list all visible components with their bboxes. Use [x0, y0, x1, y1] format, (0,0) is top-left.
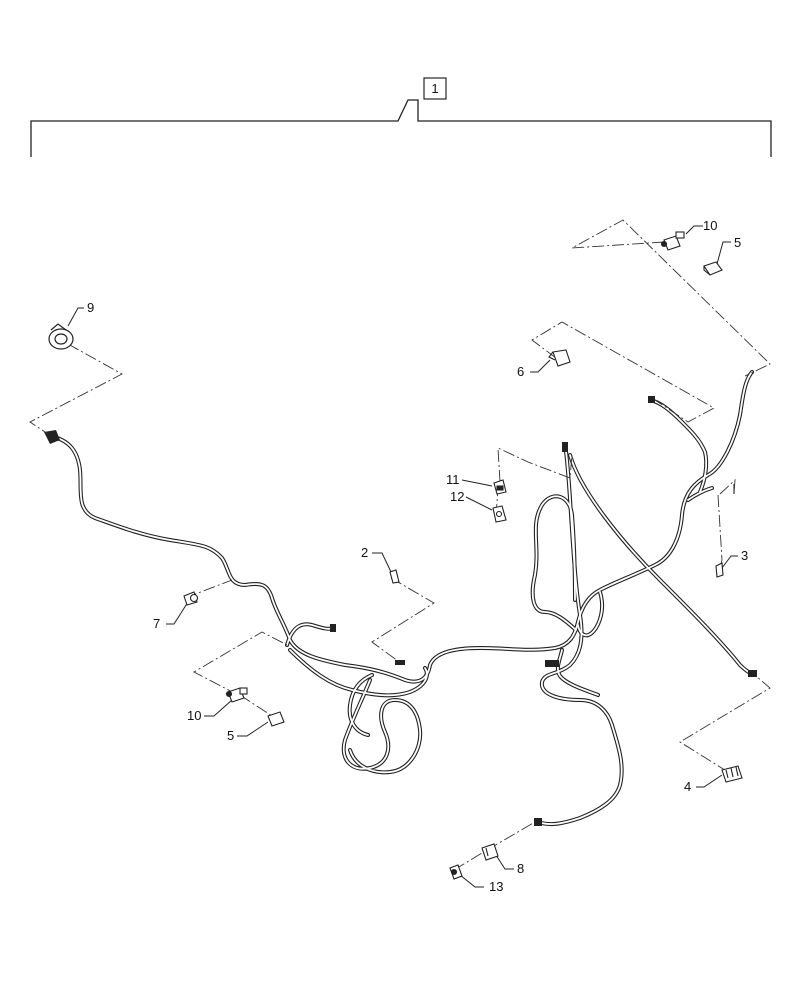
assembly-reference-box[interactable]: 1 — [423, 77, 447, 100]
callout-labels: 10 5 9 6 11 12 3 2 7 10 5 4 8 13 — [87, 218, 748, 894]
callout-8[interactable]: 8 — [517, 861, 524, 876]
callout-13[interactable]: 13 — [489, 879, 503, 894]
callout-11[interactable]: 11 — [446, 472, 460, 487]
cap-5-lower[interactable] — [267, 711, 285, 727]
callout-5-upper[interactable]: 5 — [734, 235, 741, 250]
connector-10-lower[interactable] — [225, 687, 248, 703]
clip-8[interactable] — [481, 843, 499, 861]
cap-5-upper[interactable] — [703, 261, 723, 276]
clip-6[interactable] — [548, 349, 571, 367]
terminal-3[interactable] — [715, 484, 735, 578]
leader-lines — [29, 219, 771, 871]
callout-leaders — [67, 225, 738, 888]
assembly-bracket — [30, 99, 772, 157]
callout-10-upper[interactable]: 10 — [703, 218, 717, 233]
callout-4[interactable]: 4 — [684, 779, 691, 794]
terminal-2[interactable] — [389, 569, 400, 584]
connector-4[interactable] — [721, 765, 743, 783]
callout-10-lower[interactable]: 10 — [187, 708, 201, 723]
callout-6[interactable]: 6 — [517, 364, 524, 379]
fitting-13[interactable] — [449, 864, 463, 880]
callout-2[interactable]: 2 — [361, 545, 368, 560]
callout-7[interactable]: 7 — [153, 616, 160, 631]
clip-11[interactable] — [493, 479, 507, 495]
callout-12[interactable]: 12 — [450, 489, 464, 504]
clip-12[interactable] — [492, 505, 507, 523]
callout-9[interactable]: 9 — [87, 300, 94, 315]
harness-cables — [44, 370, 757, 827]
grommet-9[interactable] — [48, 323, 74, 350]
callout-5-lower[interactable]: 5 — [227, 728, 234, 743]
connector-10-upper[interactable] — [660, 231, 685, 251]
clip-7[interactable] — [183, 591, 199, 606]
assembly-reference-label: 1 — [431, 81, 438, 96]
callout-3[interactable]: 3 — [741, 548, 748, 563]
